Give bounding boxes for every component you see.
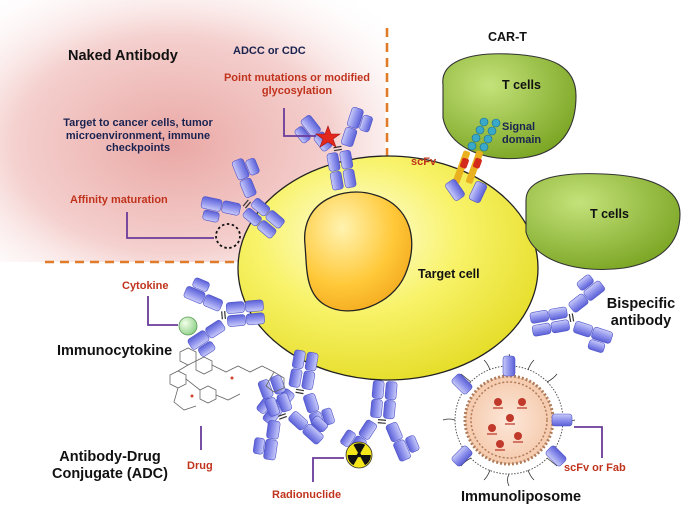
label-point-mutations: Point mutations or modified glycosylatio…: [223, 72, 371, 97]
label-bispecific-antibody: Bispecific antibody: [606, 296, 676, 329]
radiation-icon: [345, 441, 373, 469]
label-immunoliposome: Immunoliposome: [461, 489, 582, 505]
label-car-t: CAR-T: [488, 30, 527, 44]
label-signal-domain: Signal domain: [502, 121, 542, 146]
skull-icon: [487, 398, 527, 451]
car-construct: [444, 117, 501, 204]
connector-lines: [126, 108, 603, 482]
label-target-to: Target to cancer cells, tumor microenvir…: [63, 117, 213, 155]
label-t-cells-top: T cells: [502, 78, 541, 92]
cytokine-sphere-icon: [178, 316, 198, 336]
label-affinity-maturation: Affinity maturation: [70, 194, 168, 206]
label-scfv-or-fab: scFv or Fab: [564, 462, 626, 474]
label-naked-antibody: Naked Antibody: [68, 48, 178, 64]
label-cytokine: Cytokine: [122, 280, 169, 292]
t-cell-right: [525, 173, 681, 271]
drug-molecule-icon: [169, 347, 285, 411]
label-target-cell: Target cell: [418, 267, 480, 281]
target-cell-nucleus: [304, 191, 413, 312]
label-drug: Drug: [187, 460, 213, 472]
label-scfv: scFv: [411, 156, 437, 168]
label-adcc-cdc: ADCC or CDC: [233, 45, 306, 57]
affinity-circle: [215, 223, 241, 249]
label-radionuclide: Radionuclide: [272, 489, 342, 501]
label-t-cells-right: T cells: [590, 207, 629, 221]
label-immunocytokine: Immunocytokine: [57, 343, 173, 359]
label-adc: Antibody-Drug Conjugate (ADC): [52, 449, 168, 482]
star-icon: [315, 125, 341, 148]
